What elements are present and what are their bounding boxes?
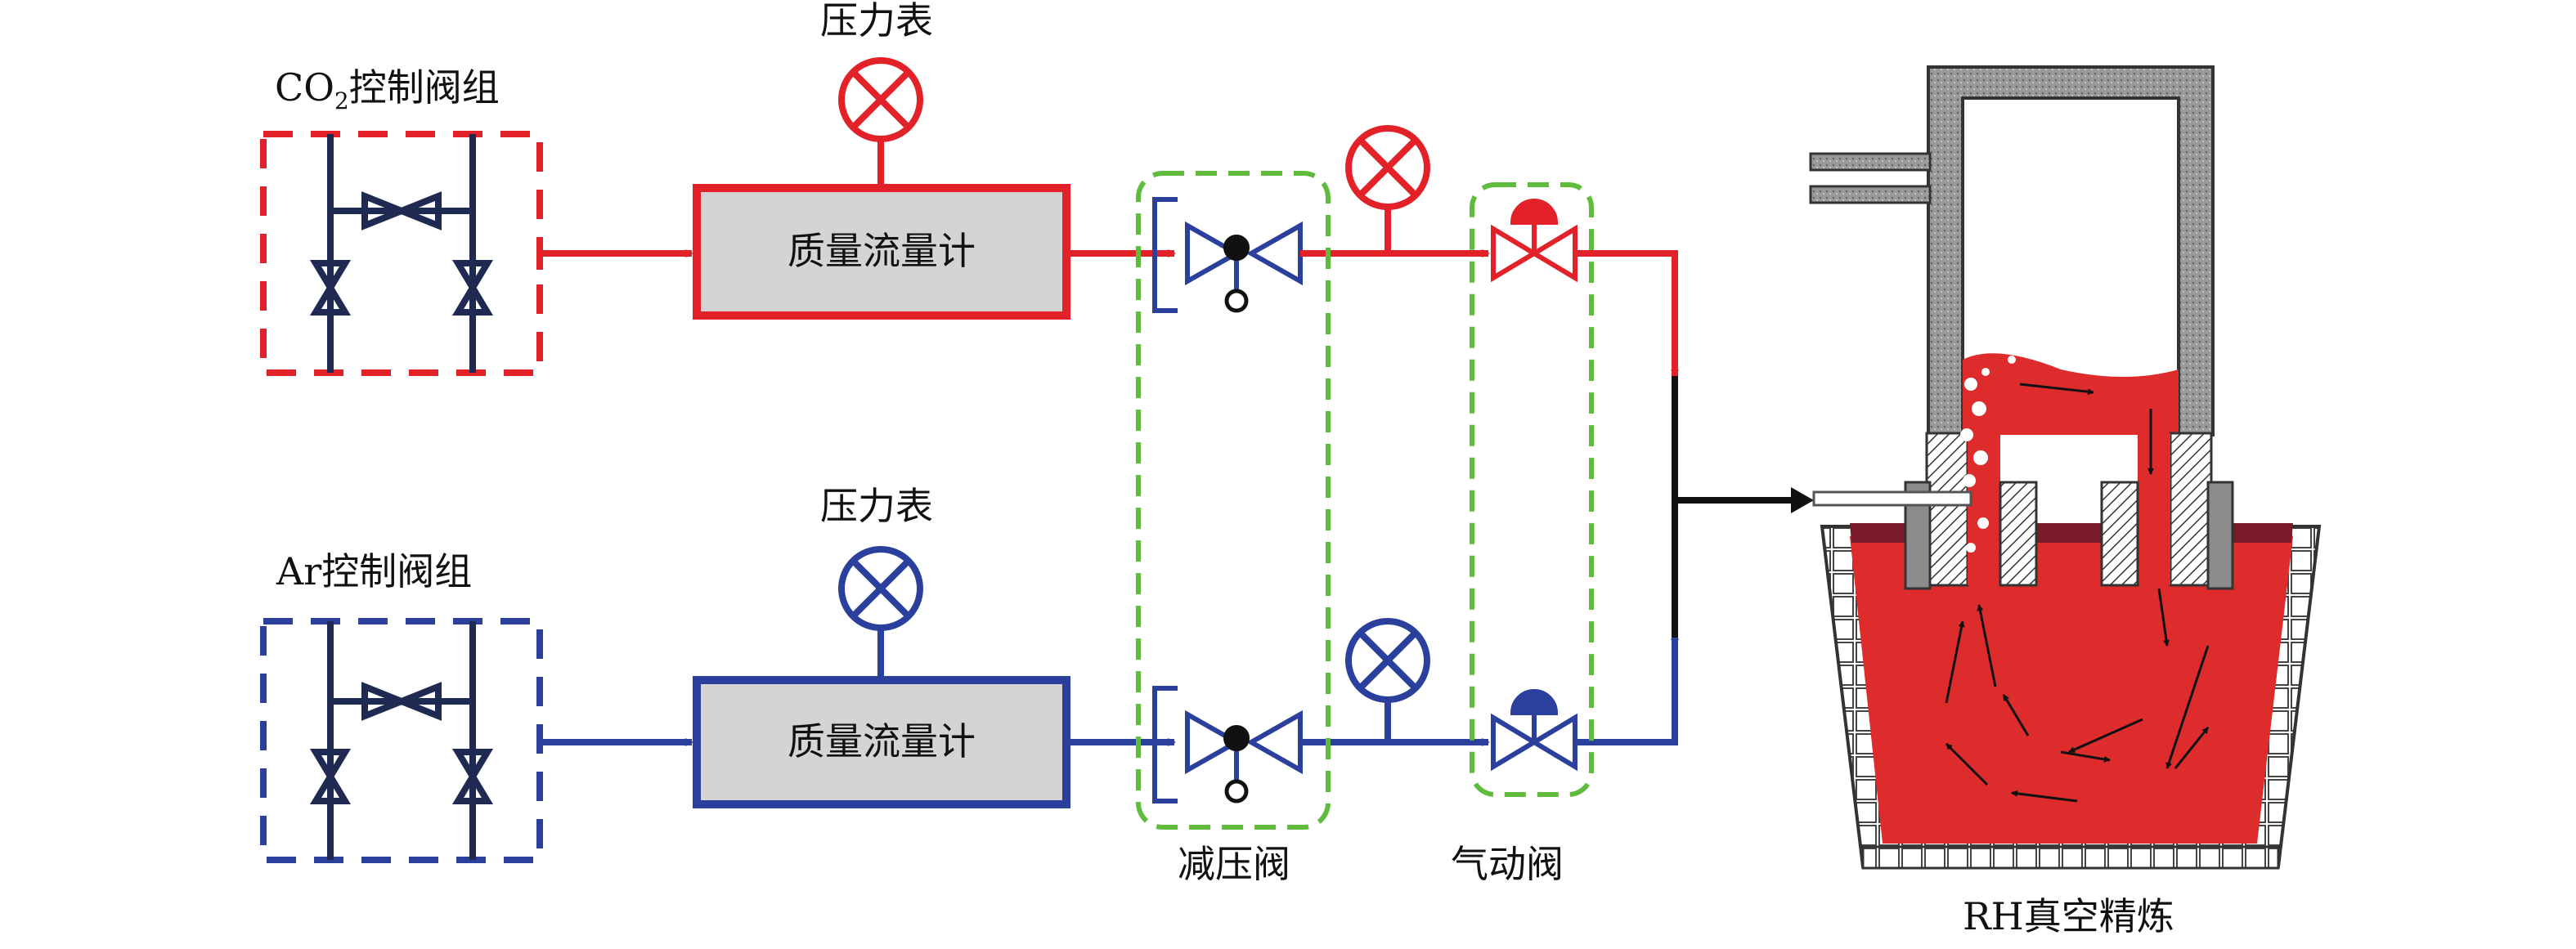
co2-valve-group-label: CO2控制阀组 xyxy=(275,69,500,113)
ar-valve-group-frame xyxy=(260,618,543,863)
reducing-valve-group-frame xyxy=(1136,171,1331,830)
vessel-top-pipe-2 xyxy=(1809,185,1932,204)
co2-label-rest: 控制阀组 xyxy=(348,65,500,110)
ar-gauge-label: 压力表 xyxy=(820,484,933,528)
vessel-top-pipe-1 xyxy=(1809,152,1932,172)
snorkel-flange-right xyxy=(2206,481,2234,590)
reducing-valve-label: 减压阀 xyxy=(1178,842,1290,886)
rh-refining-label: RH真空精炼 xyxy=(1963,894,2174,938)
co2-pipe-to-header xyxy=(1575,250,1679,378)
ar-valve-network-icon xyxy=(309,621,494,860)
co2-label-prefix: CO xyxy=(275,65,334,110)
ladle-bottom xyxy=(1861,845,2280,870)
molten-steel-chamber xyxy=(1963,353,2179,435)
co2-label-subscript: 2 xyxy=(334,87,349,115)
ar-reducing-valve-icon xyxy=(1152,686,1303,804)
gas-bubbles xyxy=(1960,299,2016,553)
up-snorkel xyxy=(1925,432,1969,587)
co2-pressure-gauge-icon xyxy=(838,57,923,142)
co2-valve-group xyxy=(260,131,543,376)
pneumatic-valve-group-frame xyxy=(1470,182,1594,797)
ar-pressure-gauge-2-icon xyxy=(1345,618,1430,703)
molten-steel-ladle xyxy=(1850,536,2293,844)
co2-reducing-valve-icon xyxy=(1152,197,1303,313)
ar-pressure-gauge-icon xyxy=(838,546,923,631)
co2-pressure-gauge-2-icon xyxy=(1345,125,1430,210)
ar-valve-group xyxy=(260,618,543,863)
ar-pneumatic-valve-icon xyxy=(1491,689,1577,772)
merge-outlet-arrowhead xyxy=(1791,487,1814,513)
inner-snorkel-left xyxy=(1999,481,2038,587)
down-snorkel xyxy=(2169,432,2213,587)
co2-gauge-label: 压力表 xyxy=(820,0,933,43)
ar-pipe-to-header xyxy=(1575,632,1679,745)
co2-pneumatic-valve-icon xyxy=(1491,199,1577,283)
gas-injection-pipe xyxy=(1812,490,1972,507)
inner-snorkel-right xyxy=(2100,481,2139,587)
ar-valve-group-label: Ar控制阀组 xyxy=(276,549,473,593)
pneumatic-valve-label: 气动阀 xyxy=(1451,842,1564,886)
circulation-arrows xyxy=(1945,383,2210,803)
co2-valve-network-icon xyxy=(309,134,494,373)
ar-flowmeter-label: 质量流量计 xyxy=(788,719,976,763)
co2-flowmeter-label: 质量流量计 xyxy=(788,229,976,273)
down-snorkel-flow xyxy=(2138,433,2170,585)
rh-vessel-illustration xyxy=(1809,65,2322,870)
ar-flowmeter-box xyxy=(693,676,1070,808)
co2-valve-group-frame xyxy=(260,131,543,376)
